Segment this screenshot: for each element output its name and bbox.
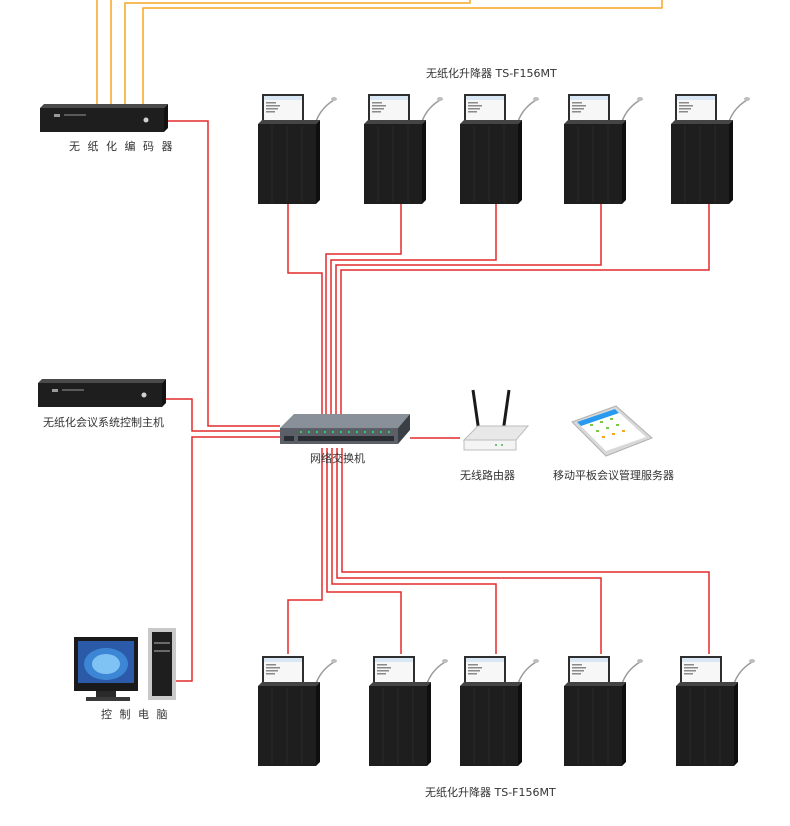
lift-top-4: [563, 93, 644, 205]
network-switch-device: [280, 414, 410, 444]
lift-bottom-1: [257, 655, 338, 767]
pc-label: 控 制 电 脑: [101, 708, 170, 721]
encoder-label: 无 纸 化 编 码 器: [69, 140, 175, 153]
encoder-device: [40, 104, 168, 132]
network-lines: [163, 120, 710, 682]
switch-label: 网络交换机: [310, 452, 365, 465]
control-host-device: [38, 379, 166, 407]
lift-top-3: [459, 93, 540, 205]
lift-bottom-4: [563, 655, 644, 767]
lift-top-5: [670, 93, 751, 205]
router-label: 无线路由器: [460, 469, 515, 482]
lift-top-2: [363, 93, 444, 205]
lift-bottom-3: [459, 655, 540, 767]
top-lifts-label: 无纸化升降器 TS-F156MT: [426, 67, 557, 80]
wireless-router-device: [462, 389, 530, 451]
lift-top-1: [257, 93, 338, 205]
bottom-lifts-label: 无纸化升降器 TS-F156MT: [425, 786, 556, 799]
video-lines: [96, 0, 663, 104]
tablet-device: [571, 405, 653, 457]
control-pc-device: [74, 628, 176, 701]
tablet-server-label: 移动平板会议管理服务器: [553, 469, 674, 482]
lift-bottom-5: [675, 655, 756, 767]
lift-bottom-2: [368, 655, 449, 767]
control-host-label: 无纸化会议系统控制主机: [43, 416, 164, 429]
